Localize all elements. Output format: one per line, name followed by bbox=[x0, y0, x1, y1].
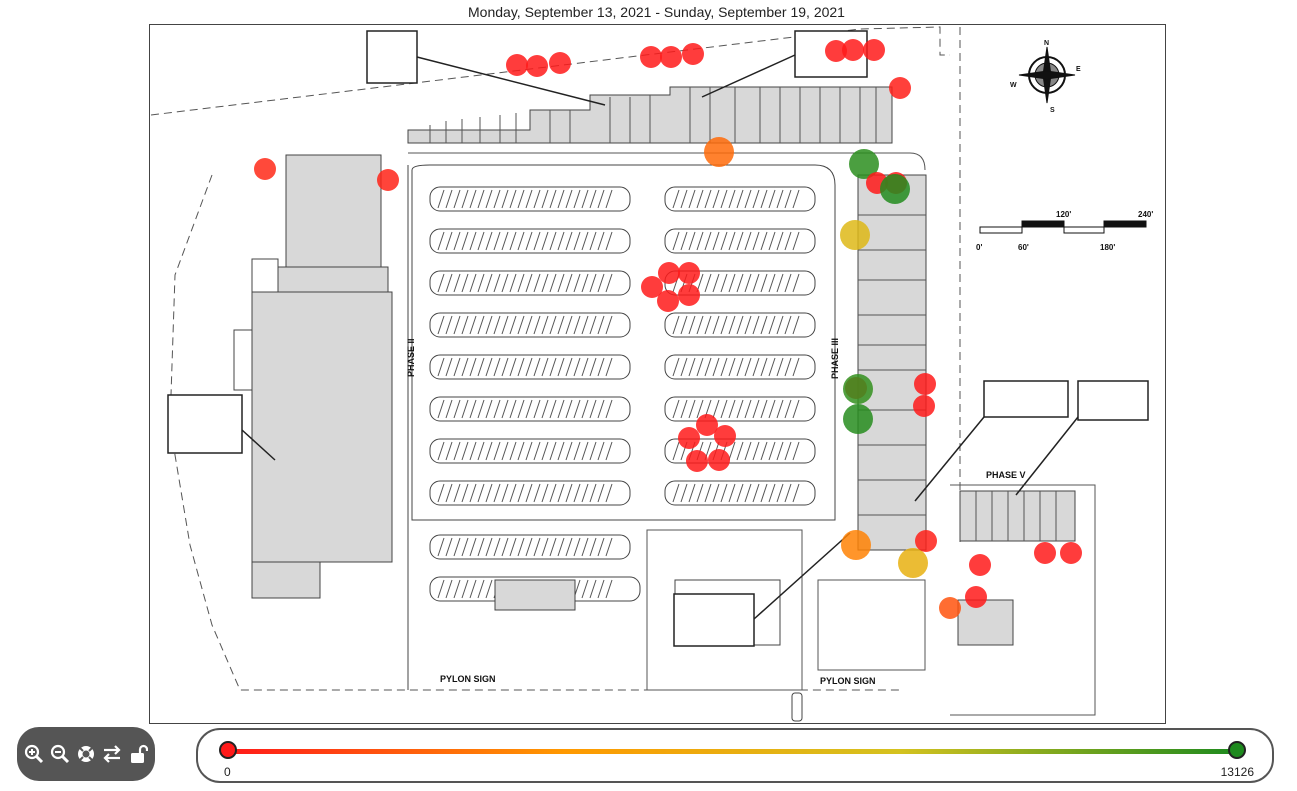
zoom-out-button[interactable] bbox=[49, 743, 71, 765]
heat-point[interactable] bbox=[843, 374, 873, 404]
legend-min-label: 0 bbox=[224, 765, 231, 779]
pylon-sign-right-label: PYLON SIGN bbox=[820, 676, 876, 686]
swap-button[interactable] bbox=[101, 743, 123, 765]
phase-iii-label: PHASE III bbox=[830, 338, 840, 379]
swap-arrows-icon bbox=[103, 745, 121, 763]
heat-point[interactable] bbox=[825, 40, 847, 62]
scale-tick-240: 240' bbox=[1138, 210, 1153, 219]
compass-n: N bbox=[1044, 40, 1049, 47]
heat-point[interactable] bbox=[913, 395, 935, 417]
site-map[interactable]: PHASE II PHASE III PHASE V PYLON SIGN PY… bbox=[149, 24, 1166, 724]
heat-point[interactable] bbox=[714, 425, 736, 447]
heat-point[interactable] bbox=[708, 449, 730, 471]
site-plan-drawing bbox=[150, 26, 1149, 722]
heat-point[interactable] bbox=[965, 586, 987, 608]
heat-point[interactable] bbox=[863, 39, 885, 61]
lifebuoy-icon bbox=[78, 746, 94, 762]
heat-point[interactable] bbox=[658, 262, 680, 284]
heat-point[interactable] bbox=[914, 373, 936, 395]
compass-w: W bbox=[1010, 82, 1017, 89]
reset-view-button[interactable] bbox=[75, 743, 97, 765]
heat-point[interactable] bbox=[704, 137, 734, 167]
scale-tick-120: 120' bbox=[1056, 210, 1071, 219]
heat-point[interactable] bbox=[843, 404, 873, 434]
heat-point[interactable] bbox=[842, 39, 864, 61]
heat-points-layer bbox=[254, 39, 1082, 619]
heat-point[interactable] bbox=[880, 174, 910, 204]
scale-tick-0: 0' bbox=[976, 243, 982, 252]
heat-point[interactable] bbox=[939, 597, 961, 619]
heat-point[interactable] bbox=[549, 52, 571, 74]
map-labels: PHASE II PHASE III PHASE V PYLON SIGN PY… bbox=[406, 40, 1153, 686]
color-gradient-bar bbox=[228, 749, 1236, 754]
unlock-icon bbox=[131, 744, 148, 763]
heat-point[interactable] bbox=[678, 284, 700, 306]
legend-max-label: 13126 bbox=[1220, 765, 1254, 779]
heat-point[interactable] bbox=[506, 54, 528, 76]
heat-point[interactable] bbox=[696, 414, 718, 436]
phase-ii-label: PHASE II bbox=[406, 338, 416, 377]
min-range-handle[interactable] bbox=[219, 741, 237, 759]
heat-point[interactable] bbox=[678, 427, 700, 449]
heat-point[interactable] bbox=[657, 290, 679, 312]
lock-button[interactable] bbox=[127, 743, 149, 765]
color-scale-legend: 0 13126 bbox=[196, 728, 1274, 783]
heat-point[interactable] bbox=[841, 530, 871, 560]
heat-point[interactable] bbox=[660, 46, 682, 68]
zoom-out-icon bbox=[50, 744, 70, 764]
heat-point[interactable] bbox=[682, 43, 704, 65]
max-range-handle[interactable] bbox=[1228, 741, 1246, 759]
scale-tick-60: 60' bbox=[1018, 243, 1029, 252]
pylon-sign-left-label: PYLON SIGN bbox=[440, 674, 496, 684]
heat-point[interactable] bbox=[889, 77, 911, 99]
heat-point[interactable] bbox=[898, 548, 928, 578]
compass-e: E bbox=[1076, 66, 1081, 73]
heat-point[interactable] bbox=[1060, 542, 1082, 564]
date-range-title: Monday, September 13, 2021 - Sunday, Sep… bbox=[468, 4, 845, 20]
heat-point[interactable] bbox=[678, 262, 700, 284]
zoom-in-icon bbox=[24, 744, 44, 764]
heat-point[interactable] bbox=[849, 149, 879, 179]
zoom-in-button[interactable] bbox=[23, 743, 45, 765]
phase-v-label: PHASE V bbox=[986, 470, 1026, 480]
map-toolbar bbox=[17, 727, 155, 781]
compass-s: S bbox=[1050, 107, 1055, 114]
heat-point[interactable] bbox=[840, 220, 870, 250]
heat-point[interactable] bbox=[254, 158, 276, 180]
heat-point[interactable] bbox=[1034, 542, 1056, 564]
scale-tick-180: 180' bbox=[1100, 243, 1115, 252]
heat-point[interactable] bbox=[969, 554, 991, 576]
heat-point[interactable] bbox=[640, 46, 662, 68]
heat-point[interactable] bbox=[377, 169, 399, 191]
heat-point[interactable] bbox=[641, 276, 663, 298]
heat-point[interactable] bbox=[686, 450, 708, 472]
heat-point[interactable] bbox=[526, 55, 548, 77]
heat-point[interactable] bbox=[915, 530, 937, 552]
